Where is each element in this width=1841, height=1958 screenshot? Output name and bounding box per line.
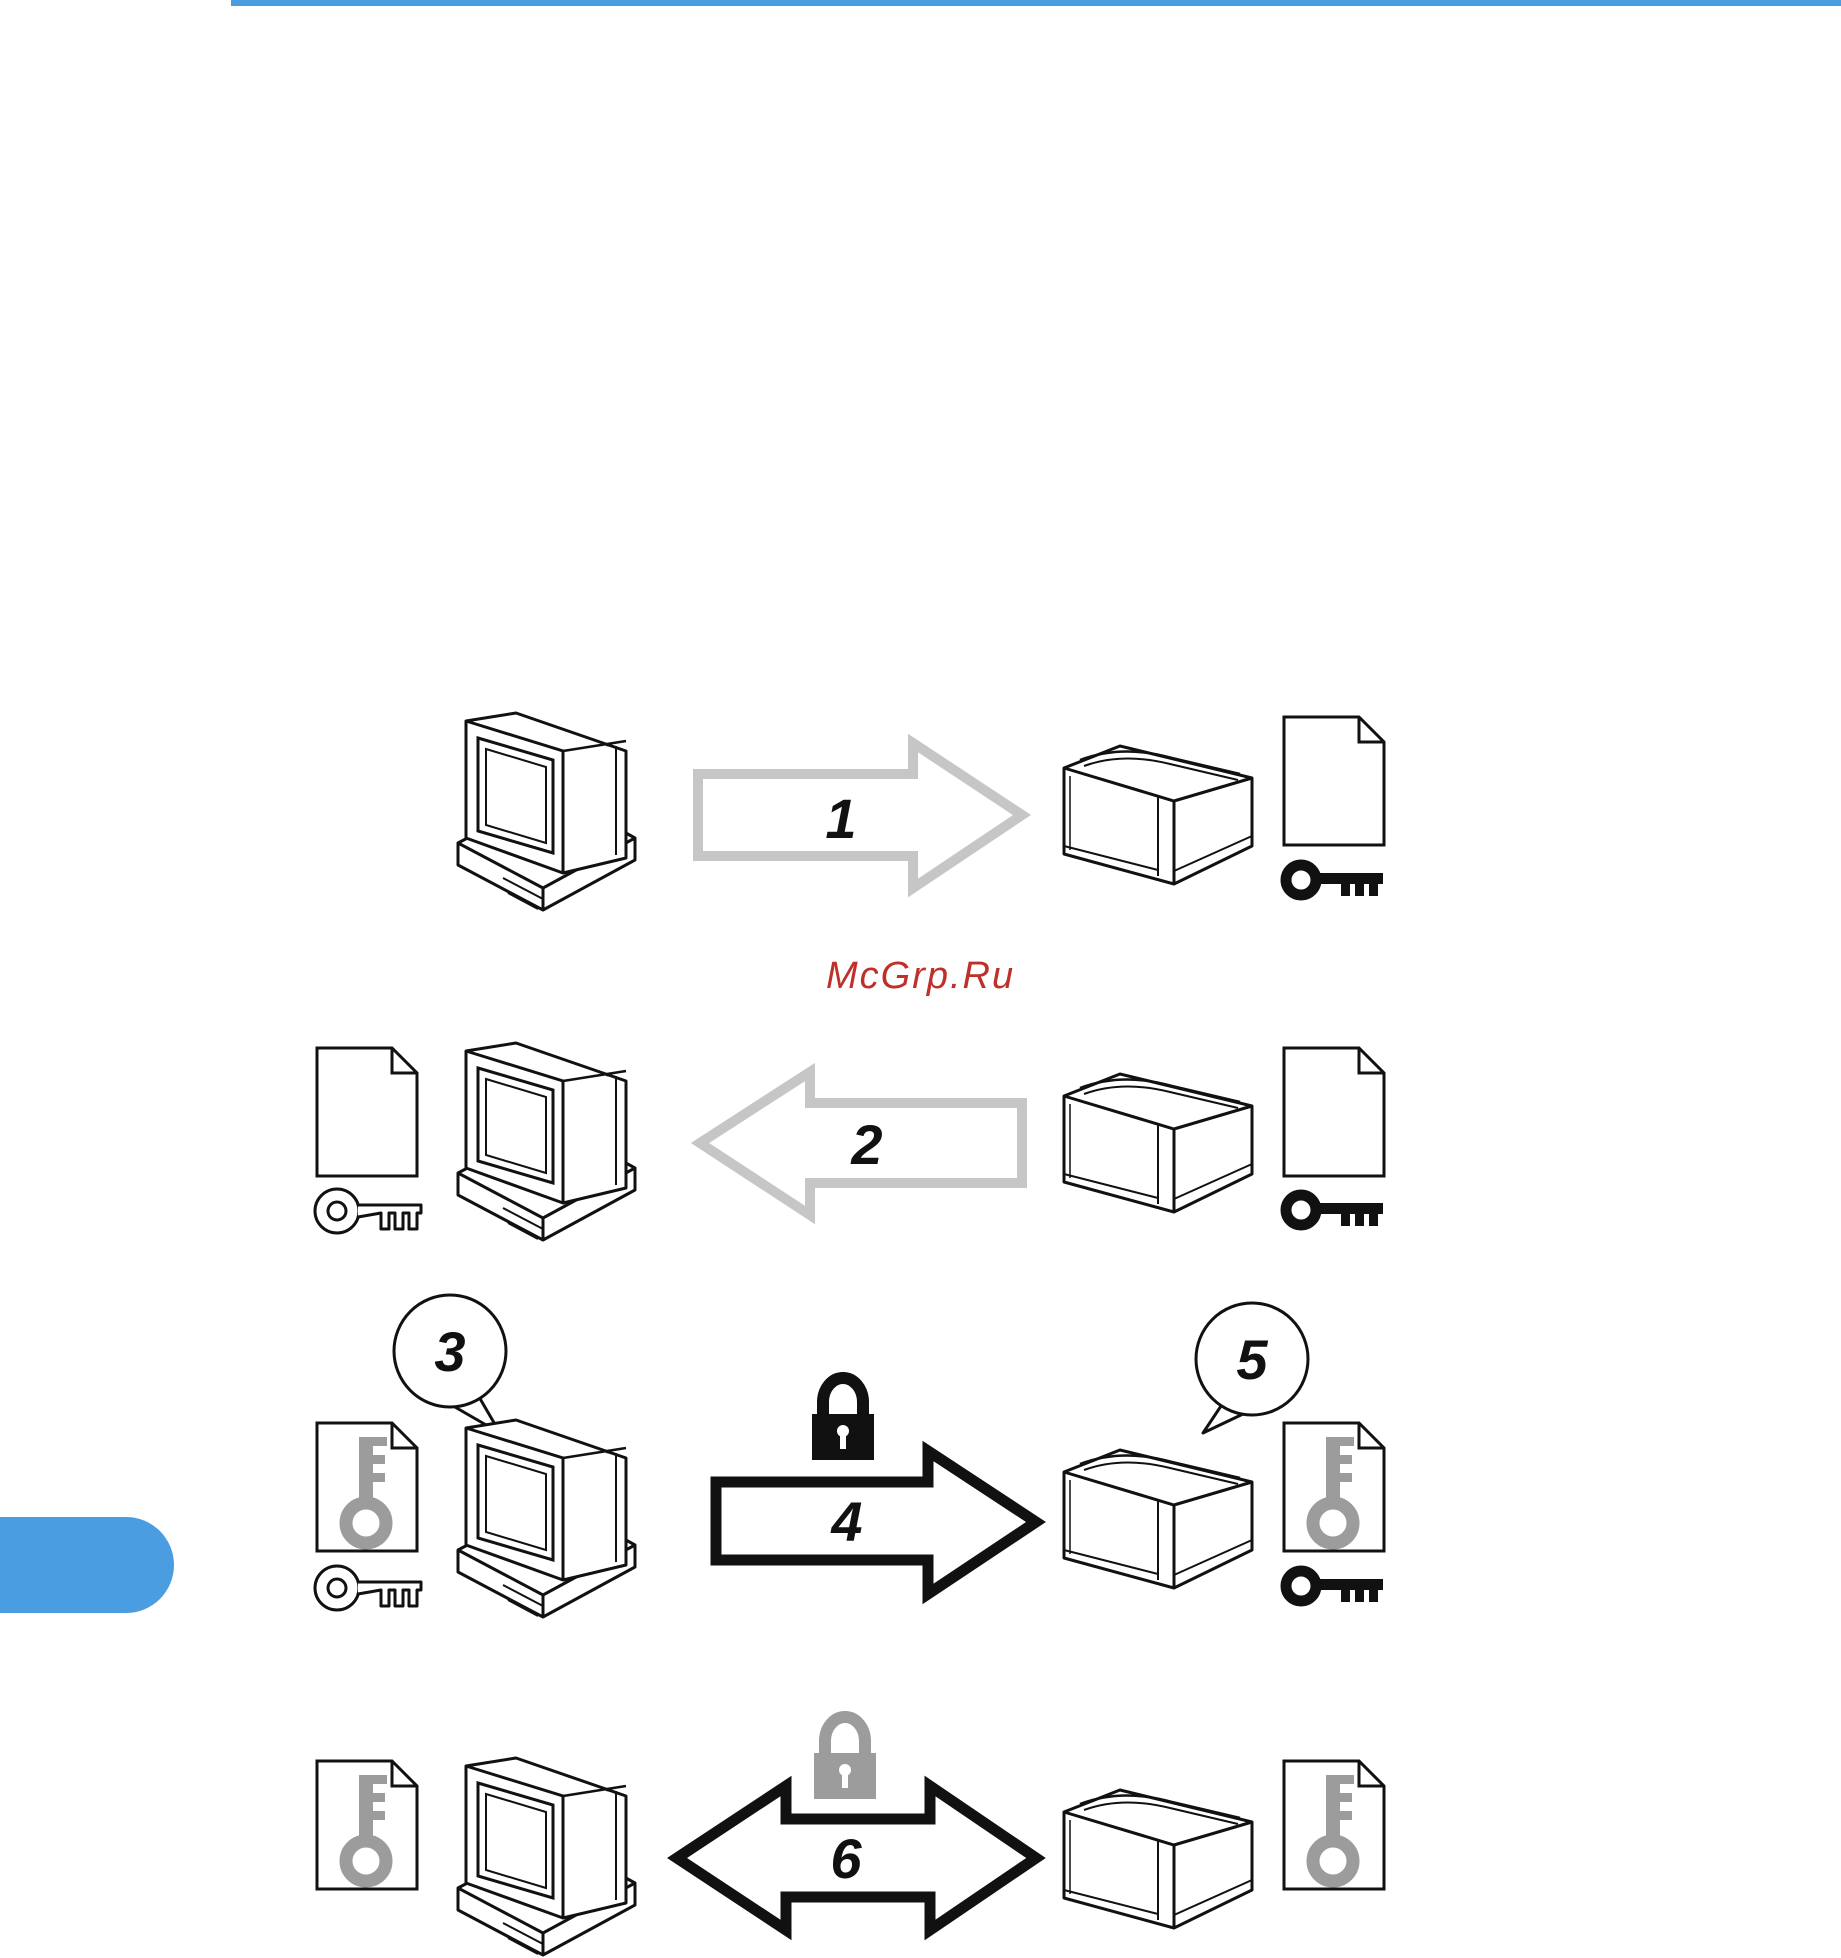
step-number: 6: [830, 1827, 862, 1890]
lock-icon: [814, 1717, 876, 1799]
row-2: 2: [315, 1043, 1384, 1240]
certificate-icon: [1284, 1761, 1384, 1889]
client-computer-icon: [458, 1758, 635, 1955]
step-number: 4: [830, 1490, 862, 1553]
document-icon: [317, 1048, 417, 1176]
client-computer-icon: [458, 1043, 635, 1240]
public-key-icon: [315, 1189, 421, 1233]
row-1: 1: [458, 713, 1384, 910]
step-number: 5: [1236, 1328, 1268, 1391]
client-computer-icon: [458, 713, 635, 910]
callout-bubble: 5: [1196, 1303, 1308, 1433]
request-arrow: [698, 743, 1022, 888]
client-computer-icon: [458, 1420, 635, 1617]
public-key-icon: [315, 1566, 421, 1610]
step-number: 1: [825, 787, 856, 850]
certificate-icon: [1284, 1423, 1384, 1551]
private-key-icon: [1286, 1195, 1383, 1226]
lock-icon: [812, 1378, 874, 1460]
printer-icon: [1064, 746, 1252, 884]
step-number: 3: [434, 1320, 465, 1383]
printer-icon: [1064, 1074, 1252, 1212]
document-icon: [1284, 717, 1384, 845]
private-key-icon: [1286, 865, 1383, 896]
document-icon: [1284, 1048, 1384, 1176]
callout-bubble: 3: [394, 1295, 506, 1433]
watermark: McGrp.Ru: [826, 955, 1015, 998]
row-4: 6: [317, 1717, 1384, 1955]
private-key-icon: [1286, 1571, 1383, 1602]
step-number: 2: [850, 1113, 882, 1176]
encrypted-arrow: [716, 1451, 1036, 1594]
printer-icon: [1064, 1790, 1252, 1928]
certificate-icon: [317, 1423, 417, 1551]
certificate-icon: [317, 1761, 417, 1889]
printer-icon: [1064, 1450, 1252, 1588]
row-3: 3 4 5: [315, 1295, 1384, 1617]
